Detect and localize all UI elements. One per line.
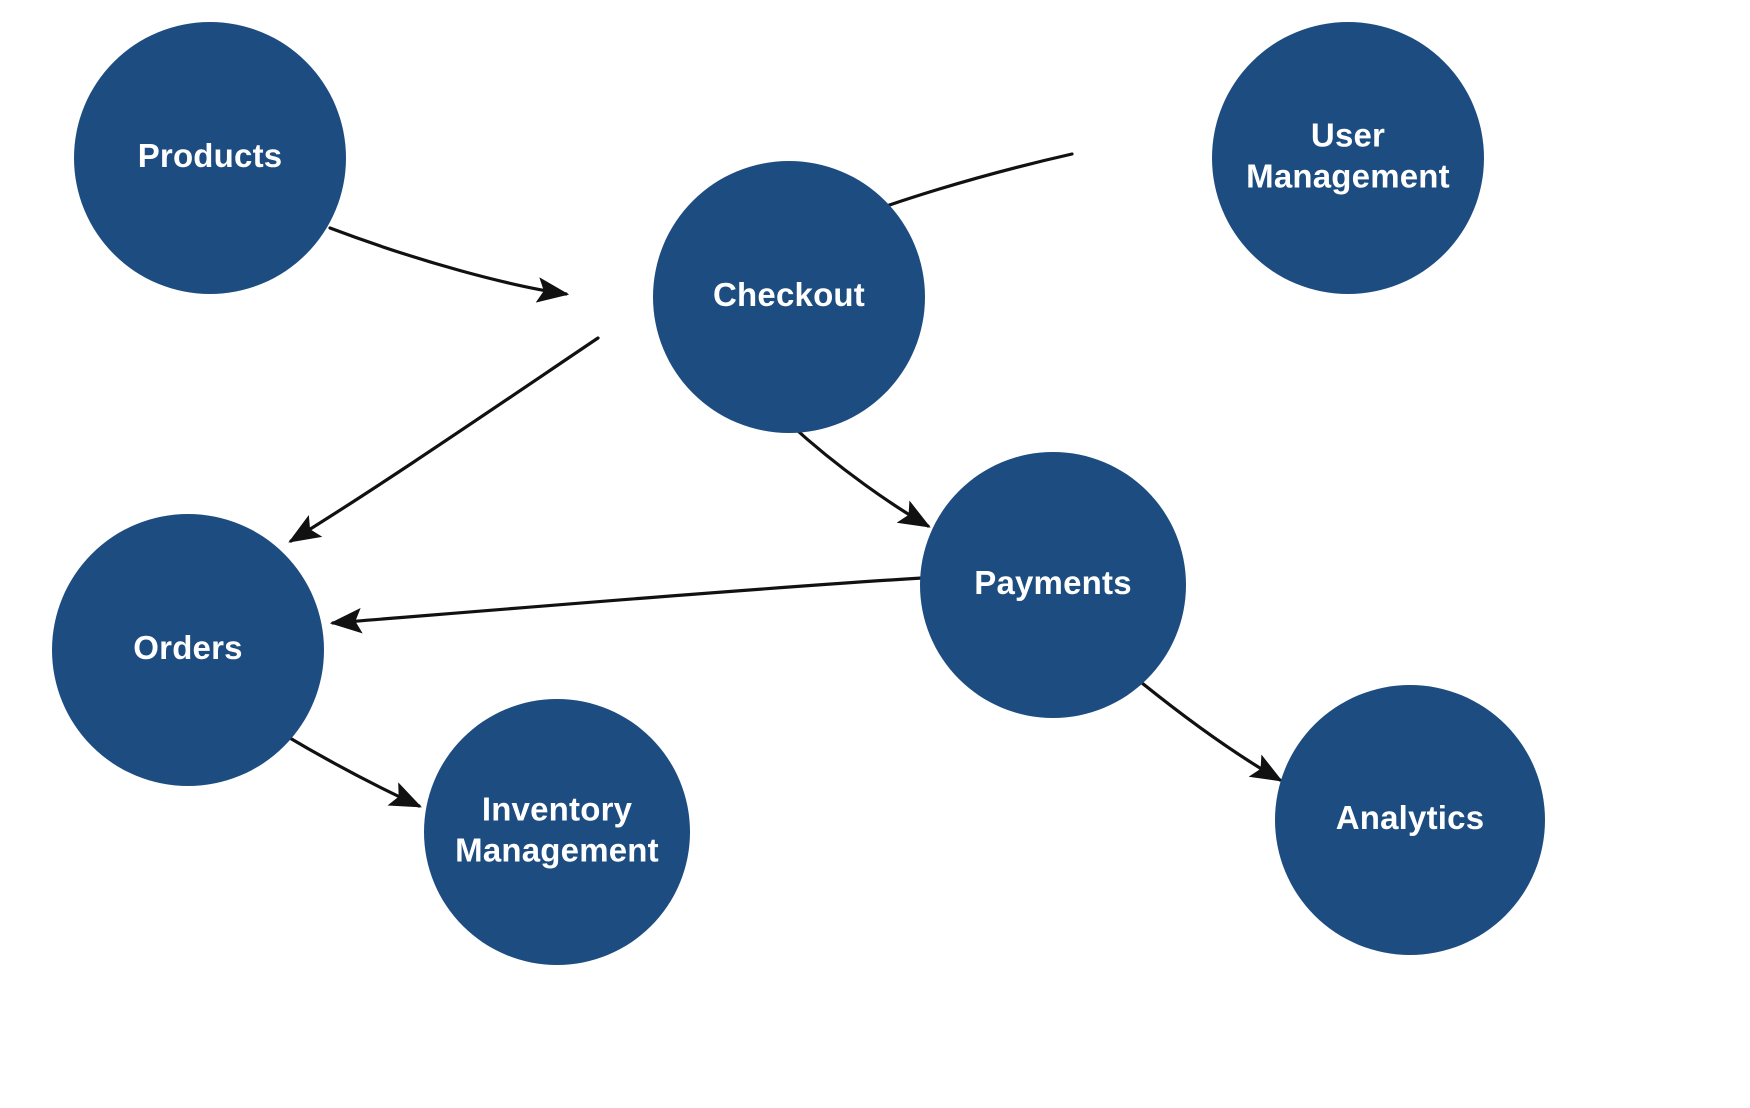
node-products[interactable]: Products: [74, 22, 346, 294]
node-circle-products[interactable]: [74, 22, 346, 294]
node-checkout[interactable]: Checkout: [653, 161, 925, 433]
node-label-line: Management: [455, 831, 659, 868]
edge-payments-to-orders: [329, 576, 924, 634]
edge-checkout-to-orders: [288, 336, 600, 543]
node-analytics[interactable]: Analytics: [1275, 685, 1545, 955]
node-label-line: Checkout: [713, 276, 865, 313]
edge-payments-to-analytics: [1135, 677, 1283, 782]
node-circle-inventory-management[interactable]: [424, 699, 690, 965]
node-label-line: Management: [1246, 157, 1450, 194]
node-label-line: Payments: [974, 564, 1132, 601]
edges-layer: [281, 152, 1283, 808]
edge-products-to-checkout: [328, 226, 570, 303]
node-circle-analytics[interactable]: [1275, 685, 1545, 955]
node-label-line: Products: [138, 137, 283, 174]
node-label-line: User: [1311, 116, 1385, 153]
node-label-payments: Payments: [974, 564, 1132, 601]
edge-orders-to-inventory-management: [281, 732, 422, 808]
node-label-analytics: Analytics: [1336, 799, 1485, 836]
node-label-orders: Orders: [133, 629, 242, 666]
node-circle-payments[interactable]: [920, 452, 1186, 718]
node-label-line: Orders: [133, 629, 242, 666]
node-label-products: Products: [138, 137, 283, 174]
node-label-line: Inventory: [482, 790, 633, 827]
node-payments[interactable]: Payments: [920, 452, 1186, 718]
node-label-checkout: Checkout: [713, 276, 865, 313]
node-circle-orders[interactable]: [52, 514, 324, 786]
node-circle-checkout[interactable]: [653, 161, 925, 433]
node-orders[interactable]: Orders: [52, 514, 324, 786]
edge-checkout-to-payments: [787, 421, 931, 528]
node-label-line: Analytics: [1336, 799, 1485, 836]
node-circle-user-management[interactable]: [1212, 22, 1484, 294]
